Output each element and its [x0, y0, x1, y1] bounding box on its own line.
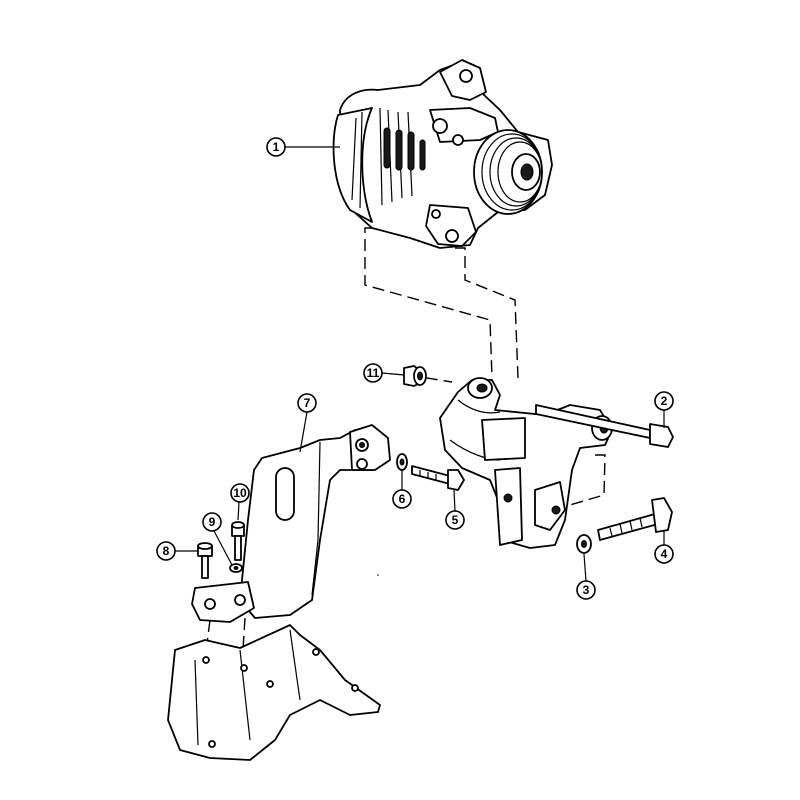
foot-bolt-right	[231, 521, 245, 561]
callout-label-4: 4	[661, 547, 668, 561]
leader-11	[381, 372, 405, 376]
foot-washer	[229, 563, 243, 573]
callout-label-10: 10	[233, 486, 247, 500]
leader-3	[583, 553, 587, 582]
callout-label-1: 1	[273, 140, 280, 154]
callout-leaders	[175, 146, 665, 582]
washer-left	[396, 453, 408, 471]
alternator-slot-vents	[383, 127, 426, 171]
bracket-bolt	[411, 465, 465, 491]
callout-9: 9	[202, 512, 222, 532]
callout-1: 1	[266, 137, 286, 157]
washer-right	[576, 534, 592, 554]
callout-label-2: 2	[661, 394, 668, 408]
stray-mark	[377, 574, 379, 576]
alternator-upper-mount-hole	[459, 69, 473, 83]
leader-9	[213, 530, 233, 566]
adjuster-bolt	[597, 497, 673, 541]
alternator	[332, 59, 553, 249]
callout-label-8: 8	[163, 544, 170, 558]
callout-label-5: 5	[452, 513, 459, 527]
callout-6: 6	[392, 489, 412, 509]
callout-3: 3	[576, 580, 596, 600]
alternator-pulley	[473, 129, 543, 215]
callout-8: 8	[156, 541, 176, 561]
leader-10	[237, 501, 240, 521]
engine-block-section	[167, 624, 381, 761]
callout-label-9: 9	[209, 515, 216, 529]
leader-5	[453, 489, 456, 512]
leader-7	[299, 411, 308, 453]
callout-10: 10	[230, 483, 250, 503]
nut	[403, 365, 427, 387]
callout-label-3: 3	[583, 583, 590, 597]
callout-label-7: 7	[304, 396, 311, 410]
callout-5: 5	[445, 510, 465, 530]
callout-2: 2	[654, 391, 674, 411]
foot-bolt-left	[197, 542, 213, 579]
alternator-lower-pivot-hole	[445, 229, 459, 243]
support-bracket	[191, 424, 391, 623]
pivot-bolt-long	[535, 404, 674, 448]
bracket-adjust-slot	[275, 467, 295, 521]
callout-7: 7	[297, 393, 317, 413]
callout-label-11: 11	[367, 366, 380, 380]
alternator-mounting-bracket	[439, 377, 613, 549]
callout-label-6: 6	[399, 492, 406, 506]
callout-11: 11	[363, 363, 383, 383]
callout-4: 4	[654, 544, 674, 564]
